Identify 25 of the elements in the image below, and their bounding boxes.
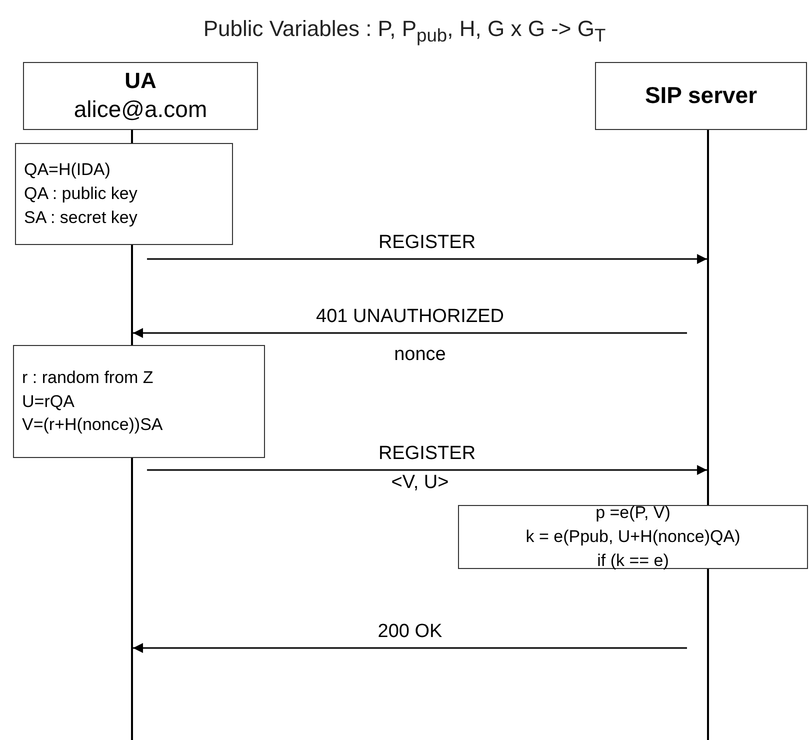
note-text: QA=H(IDA) <box>24 159 110 182</box>
message-parameter: nonce <box>393 345 447 366</box>
note-text: U=rQA <box>22 390 74 413</box>
note-box <box>15 143 233 245</box>
participant-address: alice@a.com <box>74 95 208 124</box>
note-text: p =e(P, V) <box>596 502 670 524</box>
note-text: if (k == e) <box>597 550 669 572</box>
note-box <box>13 345 265 458</box>
note-box <box>458 505 808 569</box>
message-arrow <box>133 328 687 338</box>
message-arrow <box>133 643 687 653</box>
participant-box <box>595 62 807 130</box>
note-text: SA : secret key <box>24 206 138 229</box>
message-arrow <box>147 254 707 264</box>
message-parameter: <V, U> <box>390 473 450 494</box>
diagram-title: Public Variables : P, P$_{pub}$, H, G x G -> G$_{T}$ <box>202 16 607 46</box>
note-text: QA : public key <box>24 183 138 206</box>
participant-name: SIP server <box>644 81 758 110</box>
note-text: k = e(Ppub, U+H(nonce)QA) <box>526 526 740 548</box>
note-text: V=(r+H(nonce))SA <box>22 414 163 436</box>
participant-box <box>23 62 258 130</box>
lifeline <box>707 130 709 740</box>
note-text: r : random from Z <box>22 366 154 389</box>
message-arrow <box>147 465 707 475</box>
participant-name: UA <box>124 66 156 95</box>
